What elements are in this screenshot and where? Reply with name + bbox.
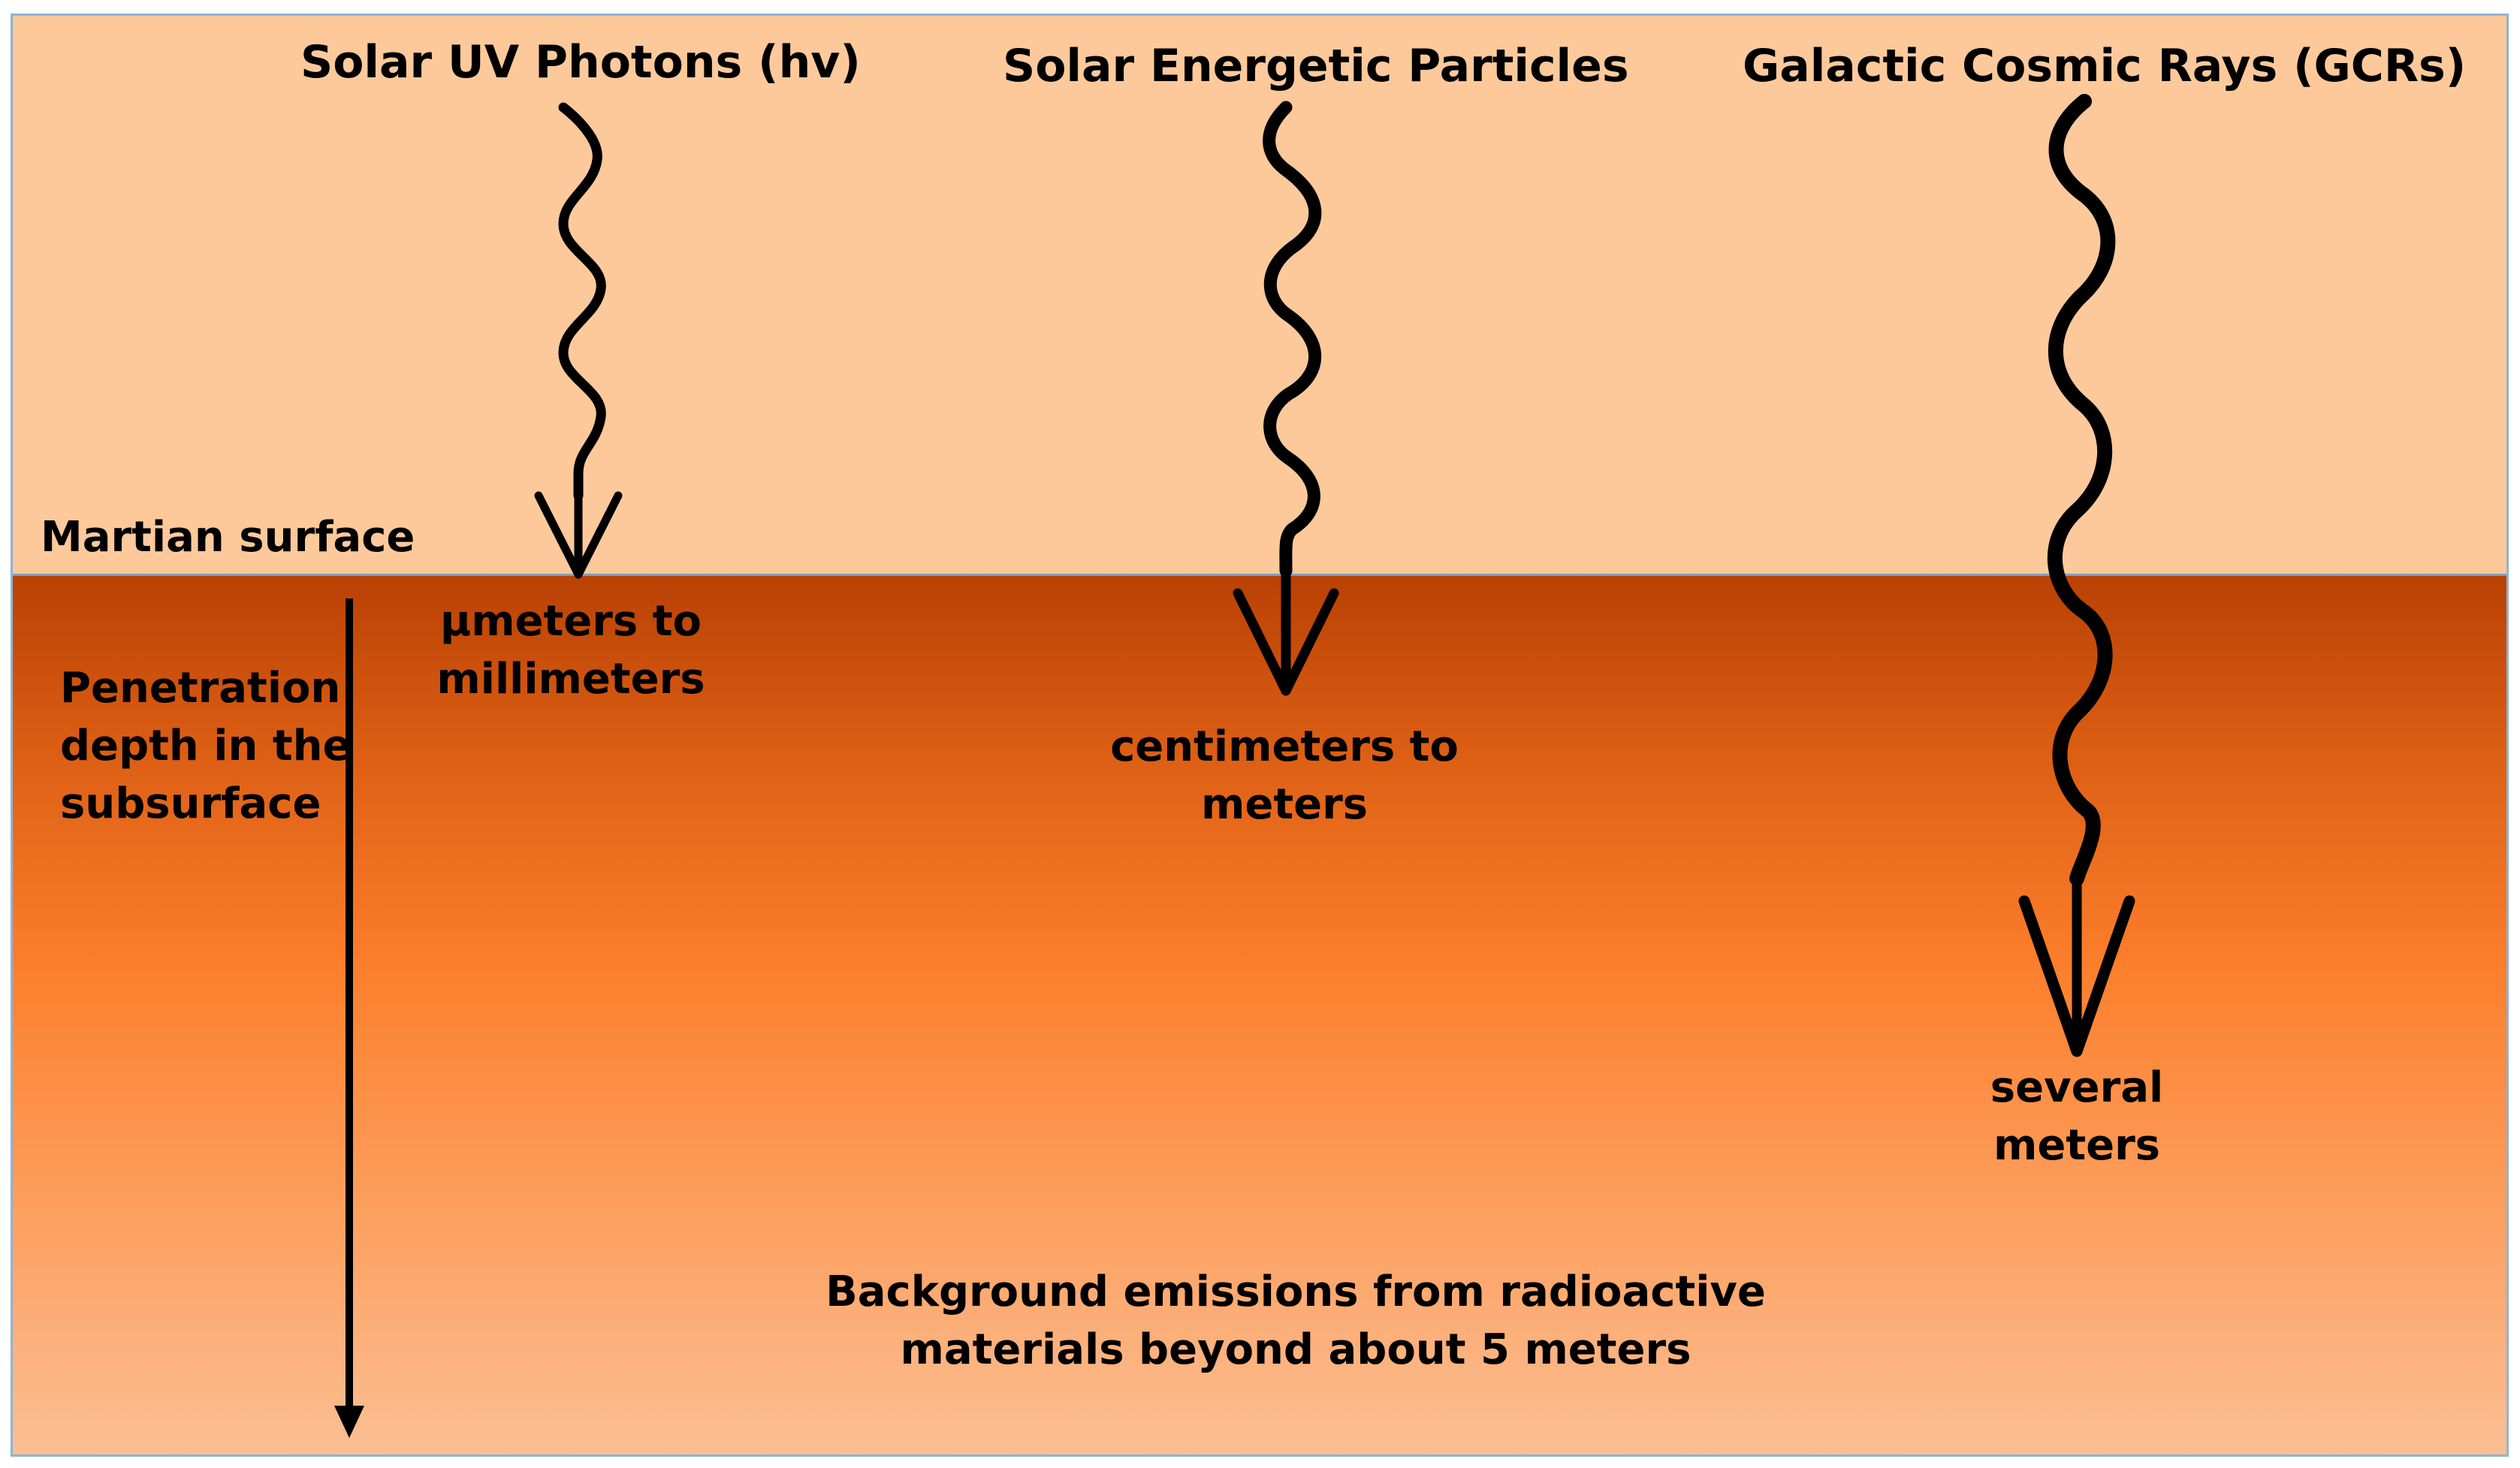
gcr-ray-arrow [2018,94,2135,1057]
surface-boundary-line [13,574,2506,576]
depth-axis-line-3: subsurface [60,779,321,828]
sep-source-label: Solar Energetic Particles [1003,40,1629,92]
uv-depth-line-2: millimeters [436,655,705,704]
sep-depth-line-2: meters [1200,780,1369,829]
gcr-depth-line-2: meters [1993,1121,2161,1170]
gcr-source-label: Galactic Cosmic Rays (GCRs) [1743,40,2467,92]
background-note-line-1: Background emissions from radioactive [825,1268,1766,1316]
background-emissions-note: Background emissions from radioactive ma… [751,1263,1840,1379]
background-note-line-2: materials beyond about 5 meters [900,1325,1692,1374]
sep-depth-label: centimeters to meters [1097,718,1472,833]
gcr-depth-line-1: several [1990,1063,2164,1112]
uv-depth-line-1: μmeters to [440,597,702,646]
gcr-depth-label: several meters [1923,1059,2231,1174]
depth-axis-line-2: depth in the [60,722,352,770]
uv-source-label: Solar UV Photons (hv) [300,36,861,89]
sep-depth-line-1: centimeters to [1110,722,1459,771]
figure-frame [11,14,2509,1457]
depth-axis-arrow [334,598,364,1438]
depth-axis-label: Penetration depth in the subsurface [60,659,351,833]
depth-axis-line-1: Penetration [60,664,341,713]
sep-particle-arrow [1233,101,1339,696]
surface-label: Martian surface [41,513,415,562]
uv-depth-label: μmeters to millimeters [421,592,721,708]
uv-photon-arrow [534,102,623,579]
